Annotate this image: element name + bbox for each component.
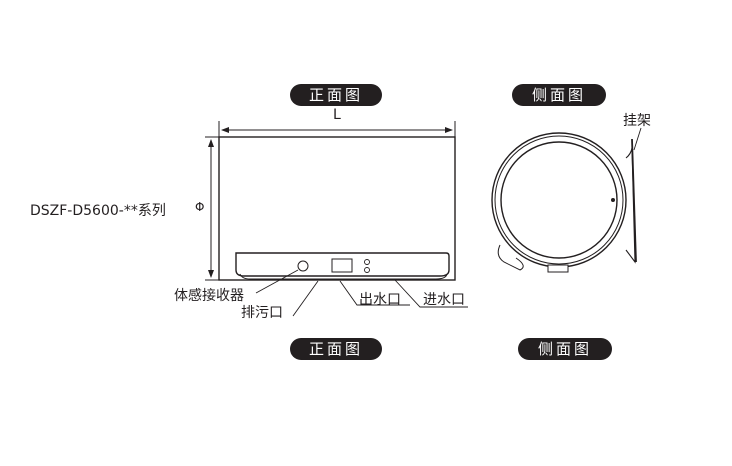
side-view-title: 侧面图 (512, 84, 606, 106)
drain-label: 排污口 (241, 305, 283, 321)
width-dimension-label: L (333, 107, 341, 123)
sensor-label: 体感接收器 (174, 288, 244, 304)
height-dimension-label: Φ (195, 200, 205, 214)
side-view-body (491, 127, 642, 273)
front-view-title: 正面图 (290, 84, 382, 106)
bracket-label: 挂架 (623, 113, 651, 129)
inlet-label: 进水口 (423, 292, 465, 308)
front-view-body (205, 121, 468, 317)
front-view-bottom-title: 正面图 (290, 338, 382, 360)
model-series-label: DSZF-D5600-**系列 (30, 203, 166, 219)
side-view-bottom-title: 侧面图 (518, 338, 612, 360)
outlet-label: 出水口 (359, 292, 401, 308)
